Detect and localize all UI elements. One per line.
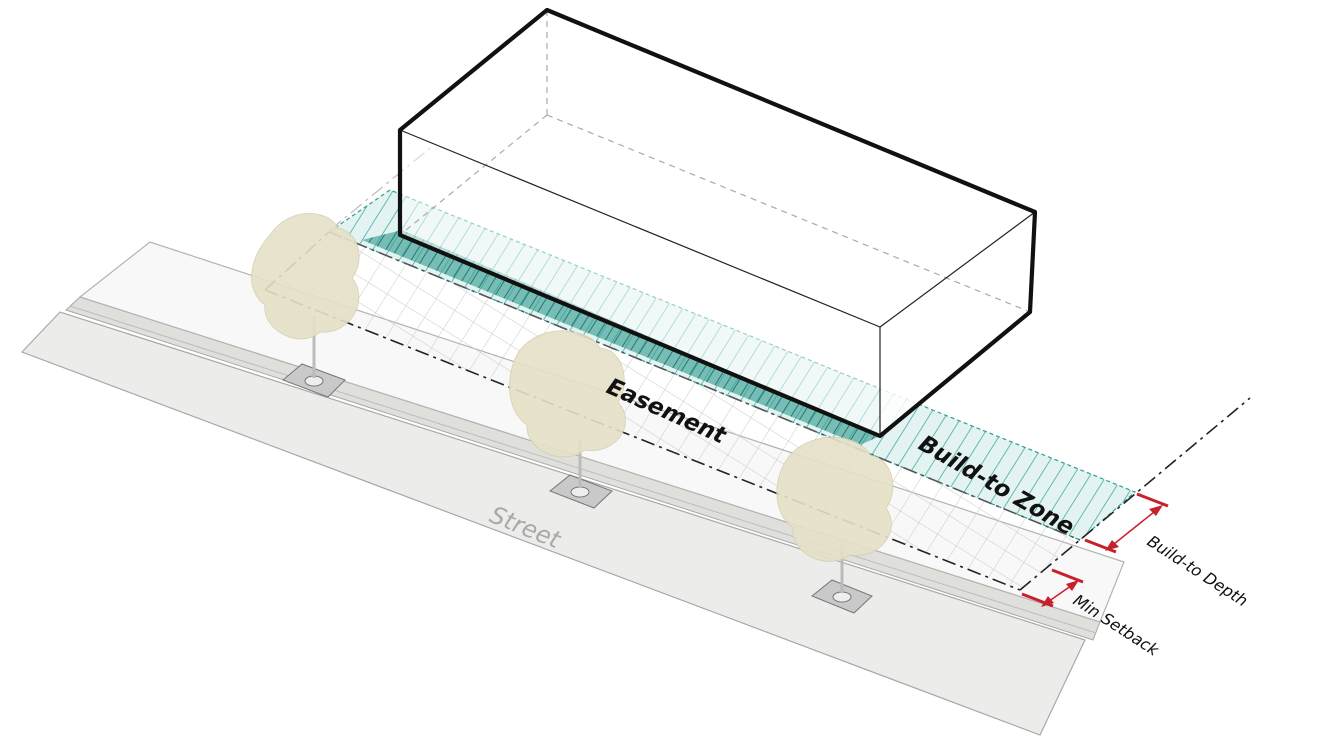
build-to-depth-arrowhead-bottom	[1105, 540, 1119, 551]
min-setback-arrowhead-bottom	[1041, 596, 1054, 607]
building-front-face	[400, 130, 880, 436]
tree-grate-ring	[832, 591, 852, 603]
tree-canopy	[251, 213, 360, 340]
tree-canopy	[509, 330, 626, 458]
hidden-edge-3	[399, 114, 548, 236]
build-to-depth-tick-bottom	[1084, 538, 1117, 554]
build-to-depth-arrowhead-top	[1149, 505, 1163, 516]
building-edge-side-top	[879, 211, 1036, 328]
tree-2	[509, 330, 626, 509]
street-trees	[251, 213, 894, 614]
street-surface	[20, 311, 1086, 736]
building-volume	[397, 7, 1038, 439]
building-side-face	[880, 212, 1035, 436]
min-setback-arrowhead-top	[1066, 580, 1079, 591]
build-to-depth-arrow-shaft	[1108, 507, 1160, 549]
dimension-markers	[1021, 492, 1169, 608]
building-roof	[400, 10, 1035, 327]
min-setback-line	[264, 289, 1021, 591]
building-silhouette	[397, 7, 1038, 439]
lot-back-line	[329, 94, 496, 231]
build-to-depth-dimension	[1084, 492, 1169, 554]
min-setback-tick-top	[1051, 568, 1084, 584]
lot-side-line	[1019, 397, 1251, 591]
tree-1	[251, 213, 360, 398]
curb-line	[69, 305, 1097, 634]
building-frontage-band-hatch	[362, 230, 880, 445]
tree-canopy	[776, 436, 894, 562]
tree-3	[776, 436, 894, 614]
tree-grate-ring	[570, 486, 590, 498]
building-edge-front-top	[399, 129, 881, 328]
build-to-line	[328, 231, 1081, 541]
min-setback-dimension	[1021, 568, 1084, 608]
build-to-depth-label: Build-to Depth	[1144, 531, 1251, 610]
hidden-edge-2	[546, 114, 1031, 313]
build-to-depth-tick-top	[1136, 492, 1169, 508]
property-lines	[264, 94, 1251, 591]
